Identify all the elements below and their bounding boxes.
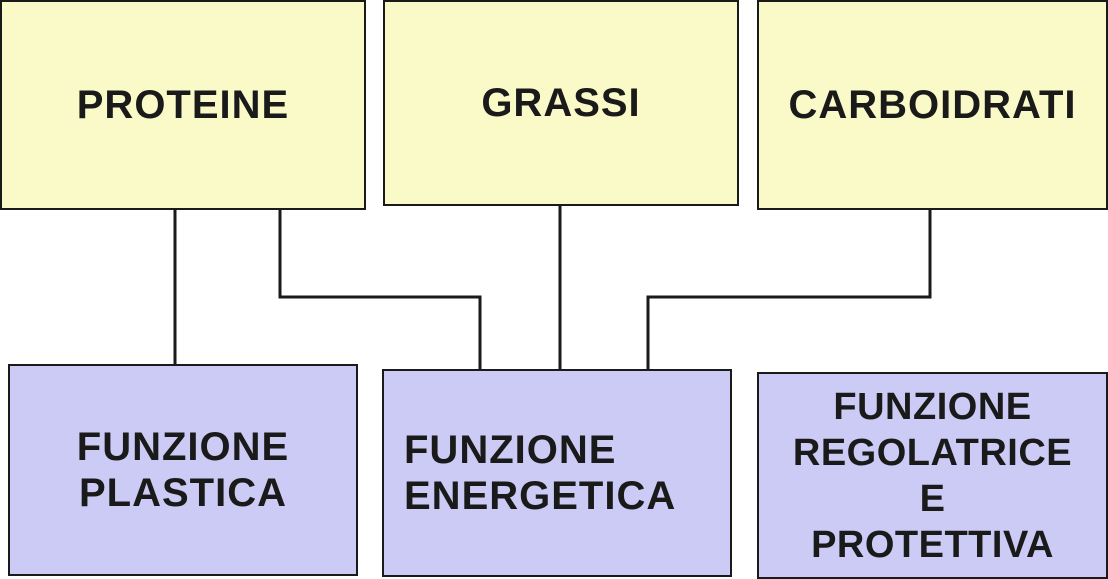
- box-grassi: GRASSI: [383, 0, 739, 206]
- box-carboidrati: CARBOIDRATI: [757, 0, 1108, 210]
- box-funzione-regolatrice: FUNZIONE REGOLATRICE E PROTETTIVA: [757, 372, 1108, 579]
- funzione-energetica-line-2: ENERGETICA: [404, 474, 677, 518]
- box-carboidrati-label: CARBOIDRATI: [788, 82, 1077, 127]
- funzione-energetica-line-1: FUNZIONE: [404, 428, 617, 472]
- funzione-regolatrice-line-1: FUNZIONE: [833, 385, 1032, 428]
- funzione-regolatrice-line-3: E: [919, 477, 946, 520]
- connector-carboidrati-energetica: [646, 208, 932, 370]
- box-funzione-plastica: FUNZIONE PLASTICA: [8, 364, 358, 576]
- funzione-regolatrice-line-4: PROTETTIVA: [811, 523, 1054, 566]
- box-proteine: PROTEINE: [0, 0, 366, 210]
- funzione-plastica-line-1: FUNZIONE: [76, 425, 290, 469]
- funzione-plastica-line-2: PLASTICA: [79, 471, 287, 515]
- connector-proteine-energetica: [278, 208, 482, 370]
- box-proteine-label: PROTEINE: [76, 82, 290, 127]
- funzione-regolatrice-line-2: REGOLATRICE: [792, 431, 1073, 474]
- box-funzione-energetica: FUNZIONE ENERGETICA: [382, 369, 732, 577]
- box-grassi-label: GRASSI: [481, 80, 641, 125]
